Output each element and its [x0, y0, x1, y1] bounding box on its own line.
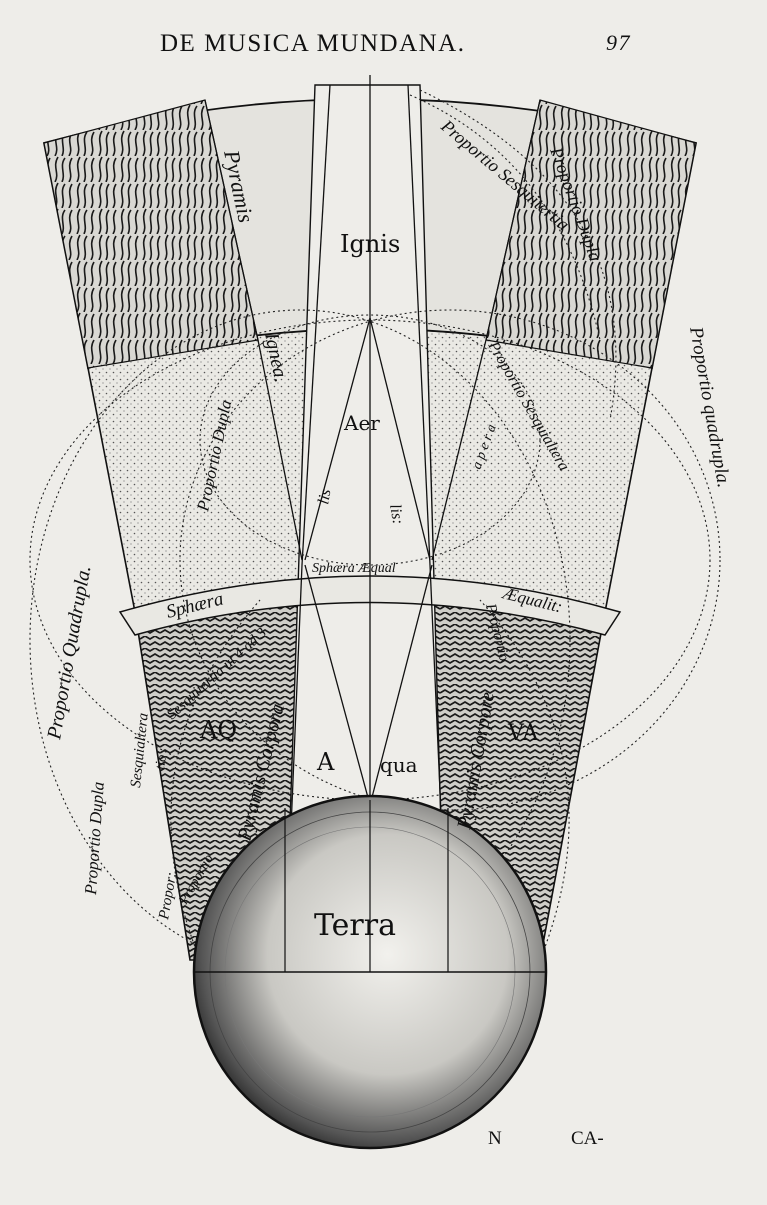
label-va: VA — [507, 721, 539, 746]
proportion-arcs — [29, 89, 721, 971]
sphaera-aequalitatis-ring — [118, 575, 622, 636]
label-lis-left: lis — [315, 488, 334, 506]
label-proportio-quadrupla-right: Proportio quadrupla. — [685, 324, 734, 489]
label-sesquialtera-left: Sesquialtera — [128, 712, 152, 788]
label-terra: Terra — [314, 908, 396, 943]
earth-globe — [192, 794, 548, 1150]
label-tio: tio — [153, 754, 170, 771]
page-number: 97 — [606, 30, 631, 55]
label-propor: Propor: — [156, 871, 180, 922]
label-lis-right: lis: — [386, 503, 406, 526]
label-aer: Aer — [343, 411, 380, 435]
label-ignis: Ignis — [340, 230, 400, 258]
label-proportio-dupla-outer-left: Proportio Dupla — [81, 781, 108, 896]
label-aq: AQ — [199, 716, 237, 744]
label-sphaera-aequal: Sphæra Æqual — [312, 561, 396, 576]
label-aqua-a: A — [316, 748, 335, 776]
label-aqua-qua: qua — [380, 753, 418, 777]
label-proportio-quadrupla-left: Proportio Quadrupla. — [43, 564, 95, 742]
running-head: DE MUSICA MUNDANA. — [160, 30, 466, 57]
catchword: CA- — [571, 1128, 604, 1149]
signature-mark: N — [488, 1128, 502, 1149]
